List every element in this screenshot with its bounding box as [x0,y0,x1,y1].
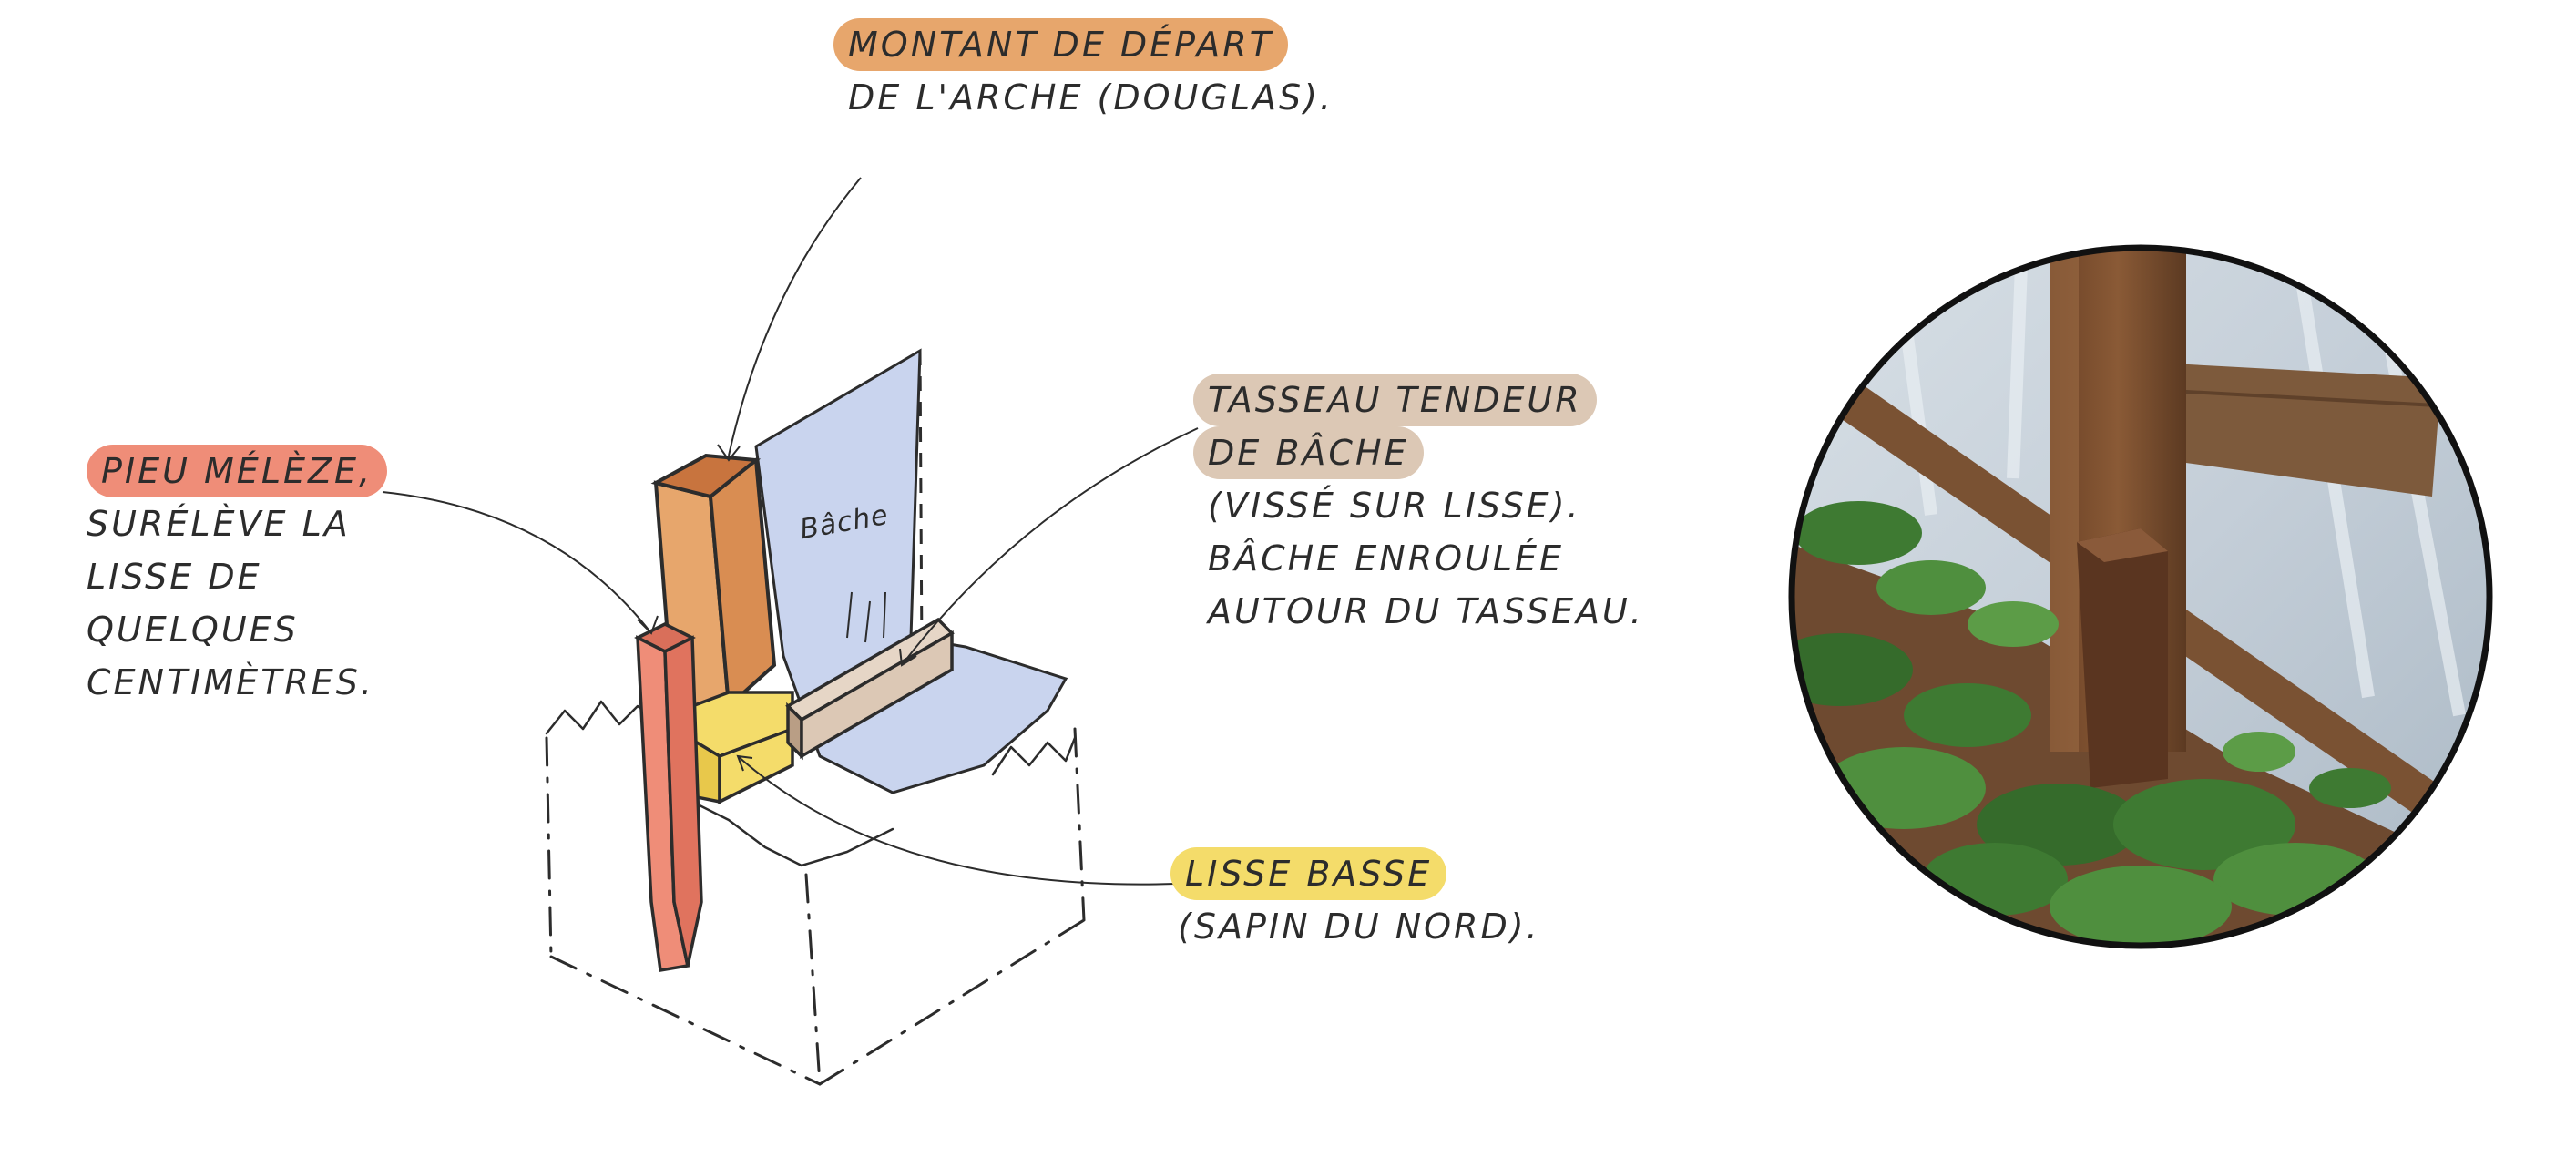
grass-right [991,736,1077,776]
bache-folds [846,591,886,643]
label-tasseau: TASSEAU TENDEUR DE BÂCHE (VISSÉ SUR LISS… [1193,374,1644,638]
arrow-pieu [637,615,659,635]
ground-block [545,727,1086,1086]
photo-stake [2077,528,2168,788]
leader-lisse [737,755,1176,886]
label-pieu-line4: QUELQUES [87,610,299,650]
label-tasseau-line4: BÂCHE ENROULÉE [1208,538,1565,579]
label-tasseau-line3: (VISSÉ SUR LISSE). [1208,486,1581,526]
leader-tasseau [901,427,1199,666]
label-pieu-highlight: PIEU MÉLÈZE, [87,445,388,497]
label-pieu-line3: LISSE DE [87,557,262,597]
photo-tarp-folds [1888,248,2466,717]
grass-front [690,800,894,867]
label-pieu-line2: SURÉLÈVE LA [87,504,351,544]
arrow-tasseau [899,648,917,667]
label-tasseau-highlight-2: DE BÂCHE [1193,426,1424,479]
label-montant: MONTANT DE DÉPART DE L'ARCHE (DOUGLAS). [833,18,1334,124]
bache-dashed-edge [918,350,924,657]
label-pieu-line5: CENTIMÈTRES. [87,662,375,702]
label-tasseau-highlight: TASSEAU TENDEUR [1193,374,1597,426]
leader-montant [728,177,862,456]
label-montant-highlight: MONTANT DE DÉPART [833,18,1288,71]
leader-pieu [382,491,652,634]
label-lisse-line2: (SAPIN DU NORD). [1178,907,1540,947]
arrow-montant [717,444,741,462]
pieu-side [663,635,703,967]
label-pieu: PIEU MÉLÈZE, SURÉLÈVE LA LISSE DE QUELQU… [87,445,388,709]
arrow-lisse [736,754,753,772]
label-tasseau-line5: AUTOUR DU TASSEAU. [1208,591,1644,631]
montant-post-top [650,453,762,499]
label-lisse: LISSE BASSE (SAPIN DU NORD). [1170,847,1540,953]
label-montant-line2: DE L'ARCHE (DOUGLAS). [848,77,1334,118]
lisse-side [718,726,794,804]
photo-circle [1788,244,2493,949]
label-lisse-highlight: LISSE BASSE [1170,847,1447,900]
